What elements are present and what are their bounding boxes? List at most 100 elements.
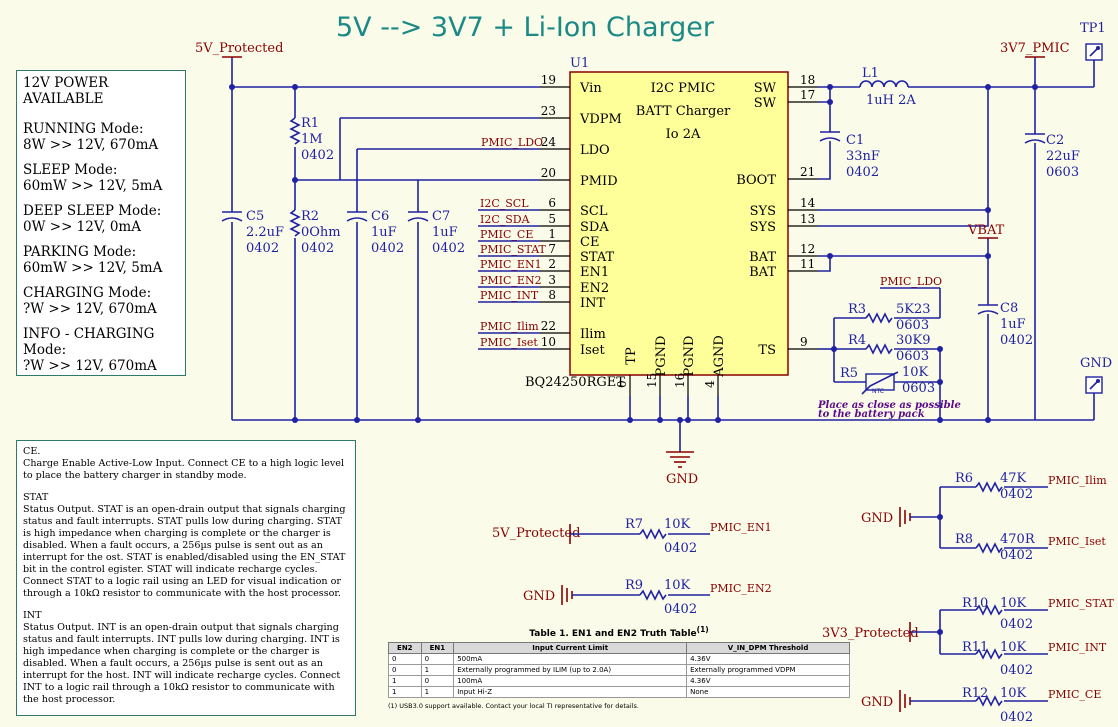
r6-r8-ilim-iset-network[interactable]: GND R6 47K 0402 PMIC_Ilim R8 470R 0402 P… xyxy=(861,471,1107,563)
svg-text:1M: 1M xyxy=(301,132,323,147)
capacitor-c8[interactable]: C8 1uF 0402 xyxy=(977,301,1033,348)
svg-text:R7: R7 xyxy=(625,517,643,532)
table-caption: Table 1. EN1 and EN2 Truth Table(1) xyxy=(529,625,709,639)
svg-text:22uF: 22uF xyxy=(1046,149,1080,164)
power-box-title: 12V POWER AVAILABLE xyxy=(23,75,109,107)
placement-note-line2: to the battery pack xyxy=(818,409,925,420)
ic-pin-name: PGND xyxy=(682,336,697,377)
svg-text:R10: R10 xyxy=(962,596,988,611)
stat-description: Status Output. STAT is an open-drain out… xyxy=(23,504,346,599)
ic-pin-name: BAT xyxy=(749,250,776,265)
ic-pin-number: 1 xyxy=(548,227,556,241)
svg-text:C1: C1 xyxy=(846,133,864,148)
svg-text:0402: 0402 xyxy=(846,165,879,180)
svg-text:R12: R12 xyxy=(962,686,988,701)
net-label-ce: PMIC_CE xyxy=(480,228,533,241)
svg-text:33nF: 33nF xyxy=(846,149,880,164)
ic-pin-name: SW xyxy=(754,81,777,96)
resistor-r2[interactable]: R2 0Ohm 0402 xyxy=(290,209,341,256)
r12-ce-pulldown[interactable]: GND R12 10K 0402 PMIC_CE xyxy=(861,686,1101,725)
svg-text:0402: 0402 xyxy=(246,241,279,256)
junction-dots xyxy=(229,84,1038,423)
svg-text:0Ohm: 0Ohm xyxy=(301,225,341,240)
ic-pin-name: SW xyxy=(754,96,777,111)
svg-text:5K23: 5K23 xyxy=(896,302,931,317)
table-cell: 1 xyxy=(388,675,422,687)
ic-pin-number: 9 xyxy=(800,335,808,349)
svg-text:0402: 0402 xyxy=(1000,333,1033,348)
svg-text:0402: 0402 xyxy=(664,541,697,556)
table-cell: Externally programmed by ILIM (up to 2.0… xyxy=(453,664,688,676)
ic-body[interactable] xyxy=(569,71,789,376)
capacitor-c7[interactable]: C7 1uF 0402 xyxy=(407,209,465,256)
ic-pin-name: TP xyxy=(624,347,639,365)
resistor-r4[interactable]: R4 30K9 0603 xyxy=(848,333,931,364)
svg-text:PMIC_INT: PMIC_INT xyxy=(1048,641,1107,654)
ic-pin-number: 4 xyxy=(703,380,717,388)
ic-pin-number: 16 xyxy=(673,373,687,388)
int-heading: INT xyxy=(23,610,42,621)
thermistor-r5[interactable]: NTC R5 10K 0603 xyxy=(840,365,935,396)
svg-text:0402: 0402 xyxy=(432,241,465,256)
table-cell: None xyxy=(686,686,850,698)
capacitor-c6[interactable]: C6 1uF 0402 xyxy=(346,209,404,256)
r9-en2-pulldown[interactable]: GND R9 10K 0402 PMIC_EN2 xyxy=(523,578,772,617)
ic-pin-number: 12 xyxy=(800,242,815,256)
capacitor-c2[interactable]: C2 22uF 0603 xyxy=(1024,133,1080,180)
ic-pin-number: 18 xyxy=(800,73,815,87)
ic-pin-name: Ilim xyxy=(580,327,606,342)
ic-pin-number: 5 xyxy=(548,212,556,226)
svg-text:0402: 0402 xyxy=(301,148,334,163)
resistor-r1[interactable]: R1 1M 0402 xyxy=(290,116,334,163)
left-net-labels: I2C_SCLI2C_SDAPMIC_CEPMIC_STATPMIC_EN1PM… xyxy=(478,197,547,350)
ic-left-pins: 19Vin23VDPM24LDO20PMID6SCL5SDA1CE7STAT2E… xyxy=(540,73,622,358)
svg-text:0603: 0603 xyxy=(1046,165,1079,180)
r7-en1-pullup[interactable]: 5V_Protected R7 10K 0402 PMIC_EN1 xyxy=(492,517,772,556)
svg-text:R4: R4 xyxy=(848,333,866,348)
r10-r11-stat-int-pullups[interactable]: 3V3_Protected R10 10K 0402 PMIC_STAT R11… xyxy=(822,596,1115,678)
table-cell: 0 xyxy=(388,664,422,676)
svg-text:0402: 0402 xyxy=(1000,710,1033,725)
table-cell: 1 xyxy=(420,686,455,698)
svg-text:3V7_PMIC: 3V7_PMIC xyxy=(1000,41,1070,56)
svg-text:R2: R2 xyxy=(301,209,319,224)
capacitor-c1[interactable]: C1 33nF 0402 xyxy=(819,131,880,180)
svg-text:0402: 0402 xyxy=(664,602,697,617)
ic-function-line1: I2C PMIC xyxy=(651,81,716,96)
resistor-r3[interactable]: R3 5K23 0603 xyxy=(848,302,931,333)
svg-text:C2: C2 xyxy=(1046,133,1064,148)
mode-name: CHARGING Mode: xyxy=(23,285,152,301)
net-label-scl: I2C_SCL xyxy=(480,197,529,210)
net-label-en1: PMIC_EN1 xyxy=(480,258,542,271)
svg-text:0603: 0603 xyxy=(896,318,929,333)
svg-text:PMIC_EN1: PMIC_EN1 xyxy=(710,521,772,534)
testpoint-gnd[interactable]: GND xyxy=(1035,356,1112,421)
ic-pin-name: AGND xyxy=(712,335,727,378)
svg-text:10K: 10K xyxy=(1000,686,1027,701)
svg-text:GND: GND xyxy=(666,472,698,487)
ic-pin-number: 14 xyxy=(800,196,816,210)
ic-pin-name: BOOT xyxy=(736,173,776,188)
svg-text:1uF: 1uF xyxy=(371,225,397,240)
inductor-l1[interactable]: L1 1uH 2A xyxy=(859,66,916,108)
capacitor-c5[interactable]: C5 2.2uF 0402 xyxy=(221,209,284,256)
svg-text:0603: 0603 xyxy=(896,349,929,364)
svg-text:0402: 0402 xyxy=(1000,617,1033,632)
svg-text:47K: 47K xyxy=(1000,471,1027,486)
svg-text:L1: L1 xyxy=(862,66,879,81)
testpoint-tp1[interactable]: TP1 xyxy=(1035,21,1106,88)
table-cell: 4.36V xyxy=(686,675,850,687)
table-cell: 1 xyxy=(388,686,422,698)
svg-text:5V_Protected: 5V_Protected xyxy=(195,41,283,56)
net-label-int: PMIC_INT xyxy=(480,289,539,302)
ce-heading: CE. xyxy=(23,446,41,457)
ic-pin-name: Iset xyxy=(580,343,606,358)
